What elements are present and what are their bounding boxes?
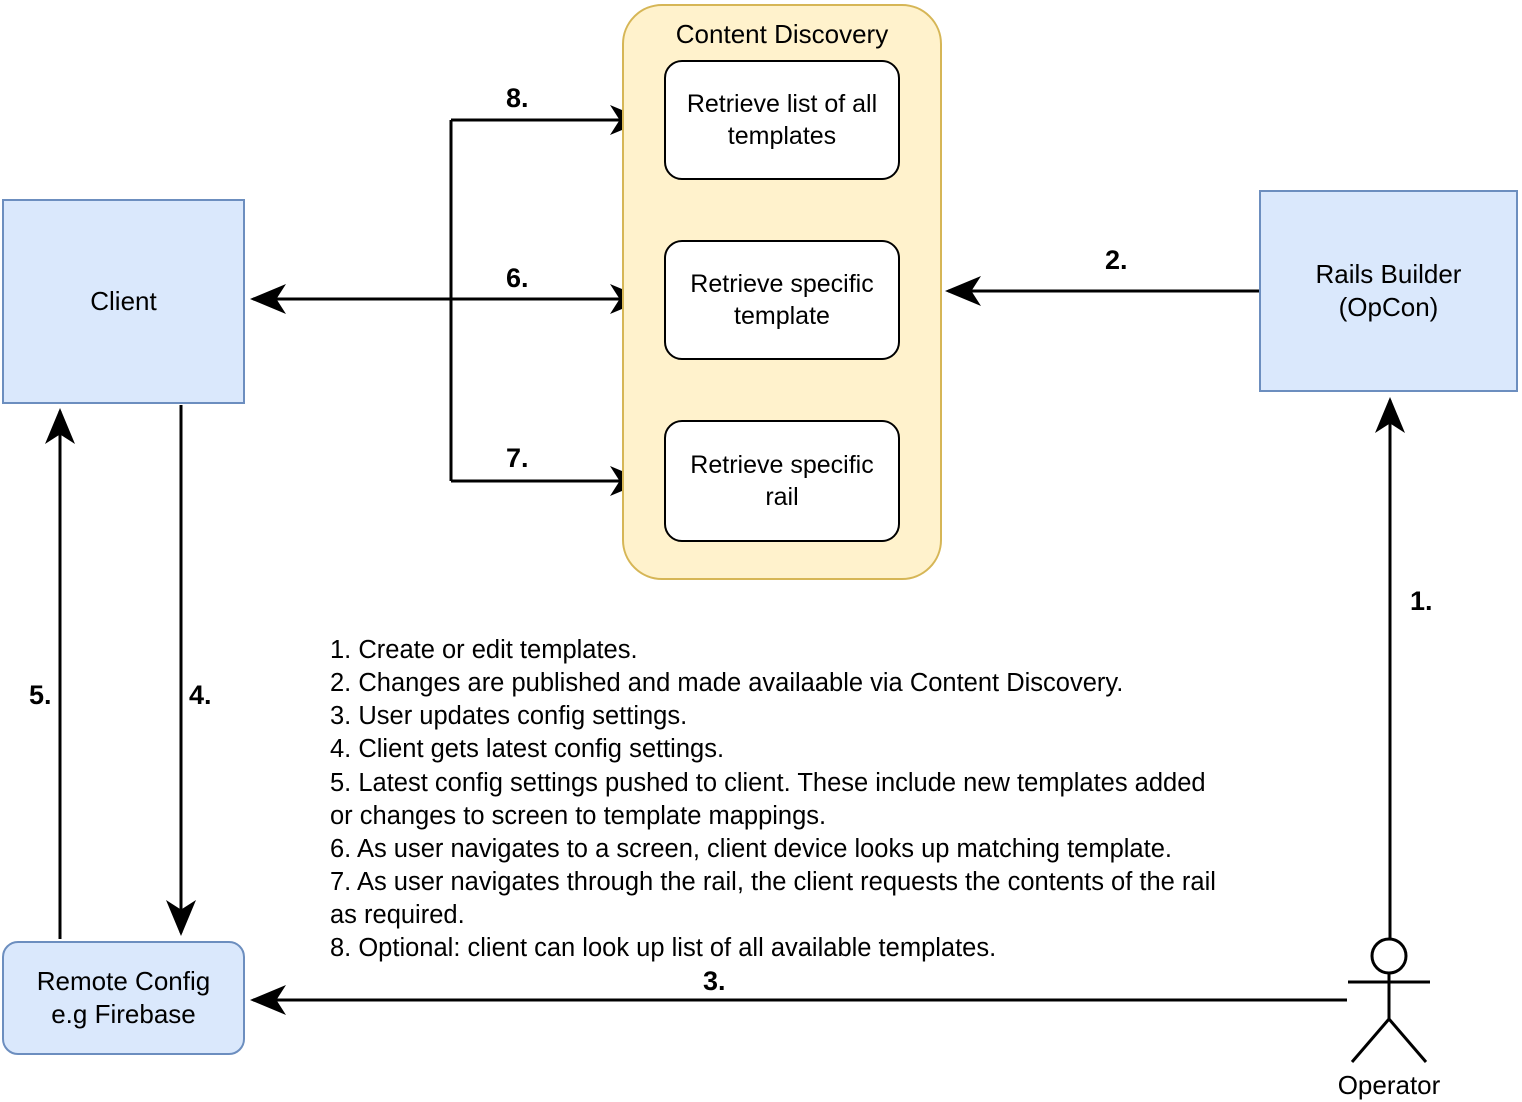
cd-box-retrieve-all-templates-label: Retrieve list of all templates: [686, 90, 878, 150]
node-rails-builder[interactable]: Rails Builder (OpCon): [1259, 190, 1518, 392]
edge-label-6: 6.: [506, 263, 529, 293]
cd-box-retrieve-specific-rail-label: Retrieve specific rail: [690, 451, 874, 511]
edge-label-8: 8.: [506, 83, 529, 113]
edge-label-4: 4.: [189, 680, 212, 710]
node-operator-label: Operator: [1337, 1070, 1441, 1100]
legend-steps: 1. Create or edit templates. 2. Changes …: [330, 636, 1216, 963]
node-remote-config-label: Remote Config e.g Firebase: [36, 965, 211, 1029]
edge-label-7: 7.: [506, 443, 529, 473]
edge-label-2: 2.: [1105, 245, 1128, 275]
group-content-discovery-title: Content Discovery: [675, 19, 889, 49]
operator-figure: [1348, 937, 1430, 1063]
edge-label-3: 3.: [703, 966, 726, 996]
edge-label-1: 1.: [1410, 586, 1433, 616]
node-remote-config[interactable]: Remote Config e.g Firebase: [2, 941, 245, 1055]
node-client-label: Client: [90, 285, 157, 316]
cd-box-retrieve-specific-template[interactable]: Retrieve specific template: [664, 240, 900, 360]
edge-label-5: 5.: [29, 680, 52, 710]
cd-box-retrieve-all-templates[interactable]: Retrieve list of all templates: [664, 60, 900, 180]
node-client[interactable]: Client: [2, 199, 245, 404]
cd-box-retrieve-specific-template-label: Retrieve specific template: [690, 270, 874, 330]
cd-box-retrieve-specific-rail[interactable]: Retrieve specific rail: [664, 420, 900, 542]
node-rails-builder-label: Rails Builder (OpCon): [1315, 258, 1462, 322]
